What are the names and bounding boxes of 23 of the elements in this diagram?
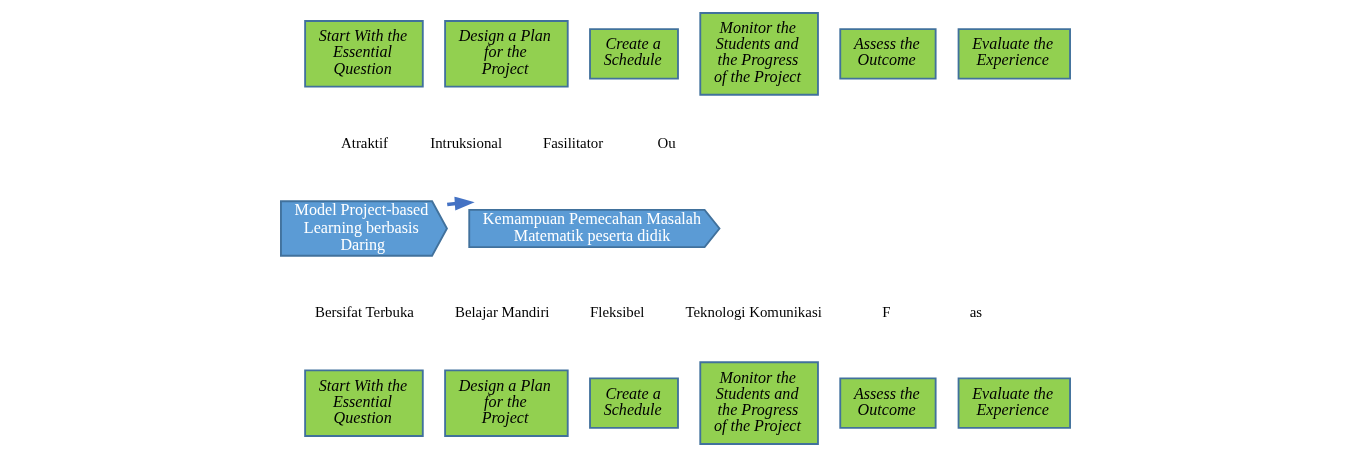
arrow — [446, 196, 475, 211]
node-box: Monitor the Students and the Progress of the Project — [698, 12, 819, 96]
label: Intruksional — [429, 135, 502, 152]
node-box: Design a Plan for the Project — [443, 20, 569, 88]
label: F — [881, 303, 891, 320]
node-box: Start With the Essential Question — [303, 369, 424, 437]
node-box: Evaluate the Experience — [957, 377, 1071, 429]
node-box: Start With the Essential Question — [303, 20, 424, 88]
label: Belajar Mandiri — [454, 303, 549, 320]
label: Atraktif — [340, 135, 388, 152]
node-box: Create a Schedule — [588, 377, 679, 429]
label: Fleksibel — [589, 303, 645, 320]
node-box: Evaluate the Experience — [957, 28, 1071, 80]
node-box: Assess the Outcome — [838, 28, 937, 80]
node-box: Create a Schedule — [588, 28, 679, 80]
label: Teknologi Komunikasi — [684, 303, 822, 320]
label: as — [969, 303, 982, 320]
node-box: Design a Plan for the Project — [443, 369, 569, 437]
label: Bersifat Terbuka — [314, 303, 414, 320]
label: Ou — [657, 135, 676, 152]
node-box: Assess the Outcome — [838, 377, 937, 429]
node-box: Monitor the Students and the Progress of the Project — [698, 361, 819, 445]
label: Fasilitator — [542, 135, 603, 152]
